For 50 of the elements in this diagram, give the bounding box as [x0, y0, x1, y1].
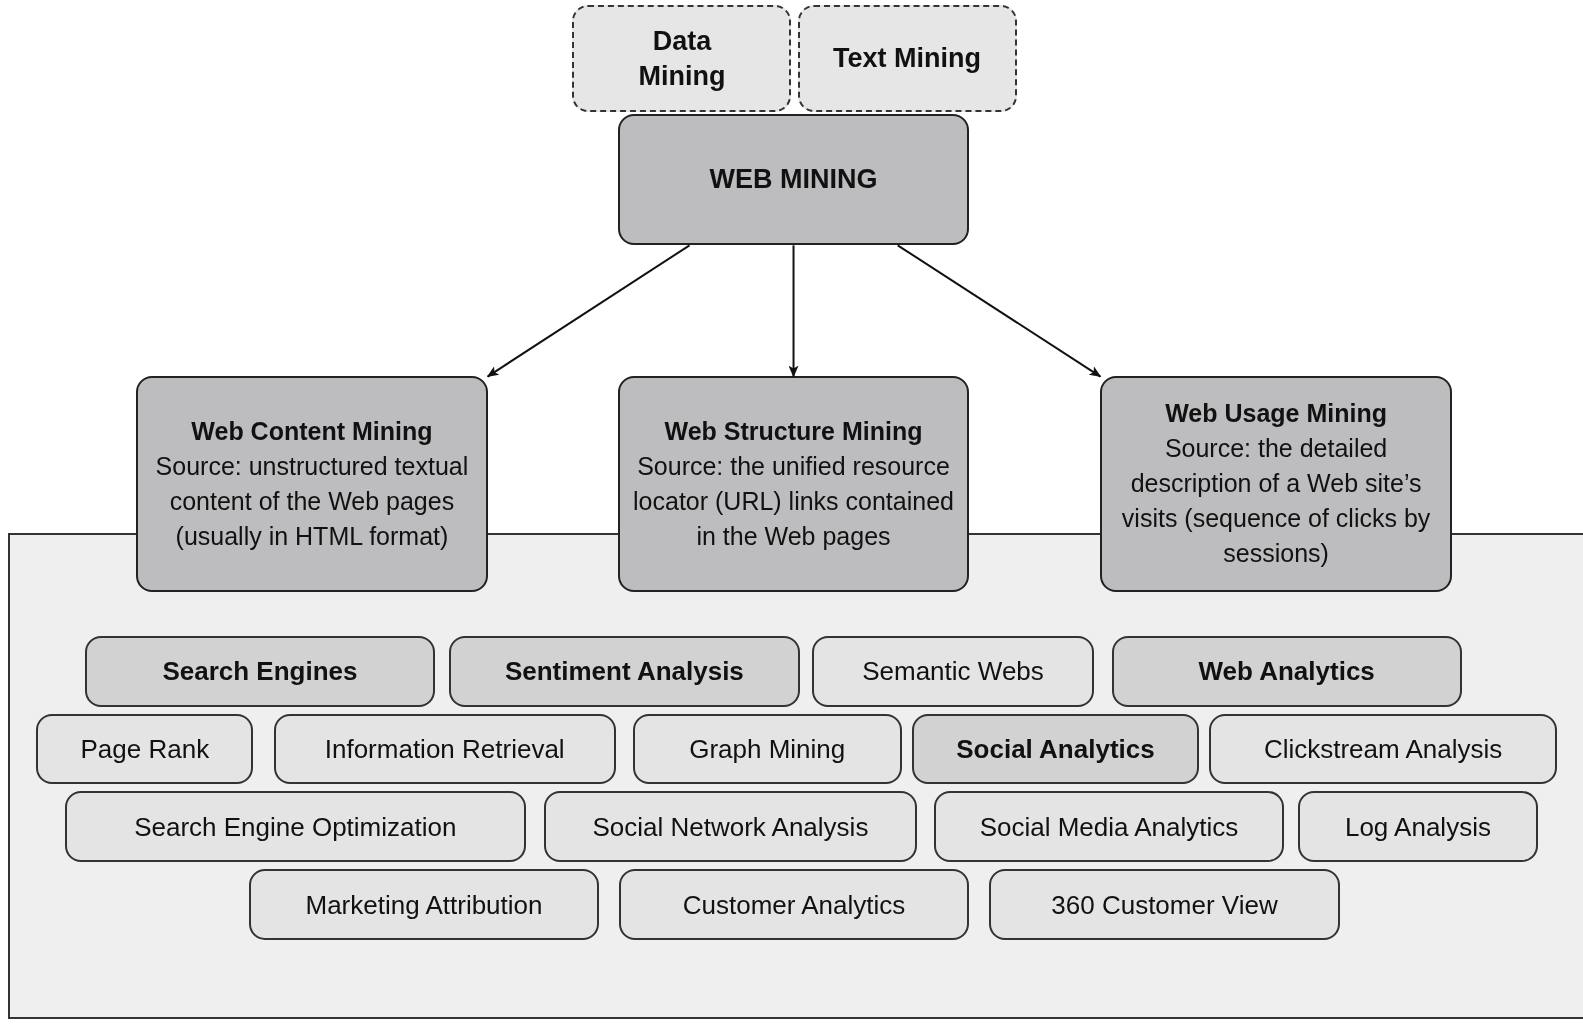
dashed-box: [797, 5, 1017, 113]
topic-box: [911, 713, 1200, 785]
arrow: [788, 244, 799, 378]
topic-box: [249, 869, 599, 940]
box-label: Graph Mining: [688, 733, 847, 766]
topic-box: [632, 713, 902, 785]
box-label: Search Engines: [161, 655, 359, 688]
box-label: Semantic Webs: [861, 655, 1045, 688]
category-description: Source: the detailed description of a Web site’s visits (sequence of clicks by sessions): [1120, 433, 1432, 570]
category-description: Source: unstructured textual content of the Web pages (usually in HTML format): [154, 450, 470, 552]
topic-box: [36, 713, 254, 785]
box-label: Web Analytics: [1197, 655, 1376, 688]
box-label: Information Retrieval: [323, 733, 566, 766]
box-label: Customer Analytics: [681, 888, 907, 921]
category-title: Web Structure Mining: [663, 415, 924, 447]
topic-box: [1298, 791, 1538, 863]
topic-box: [84, 636, 436, 707]
topic-box: [1209, 713, 1557, 785]
box-label: Social Network Analysis: [591, 810, 870, 843]
dashed-box: [572, 5, 792, 113]
box-label: Social Media Analytics: [978, 810, 1240, 843]
box-label: Page Rank: [79, 733, 211, 766]
category-box: [617, 375, 970, 592]
topic-box: [618, 869, 970, 940]
topic-box: [933, 791, 1285, 863]
topic-box: [273, 713, 616, 785]
box-label: 360 Customer View: [1050, 888, 1279, 921]
box-label: WEB MINING: [708, 163, 879, 197]
topic-box: [64, 791, 526, 863]
box-label: Clickstream Analysis: [1262, 733, 1504, 766]
topic-box: [449, 636, 800, 707]
category-description: Source: the unified resource locator (URL) links contained in the Web pages: [632, 450, 955, 552]
category-box: [1100, 375, 1452, 592]
box-label: Sentiment Analysis: [503, 655, 745, 688]
topic-box: [1111, 636, 1462, 707]
box-label: Text Mining: [832, 42, 983, 76]
topic-box: [989, 869, 1340, 940]
box-label: Log Analysis: [1343, 810, 1492, 843]
arrow: [896, 244, 1102, 378]
topic-box: [544, 791, 917, 863]
arrow: [486, 244, 691, 378]
category-box: [136, 375, 488, 592]
main-box: [617, 114, 970, 246]
box-label: Marketing Attribution: [304, 888, 544, 921]
category-title: Web Usage Mining: [1164, 398, 1388, 430]
category-title: Web Content Mining: [190, 415, 434, 447]
box-label: Search Engine Optimization: [133, 810, 458, 843]
box-label: Social Analytics: [955, 733, 1156, 766]
box-label: Data Mining: [637, 24, 727, 93]
topic-box: [811, 636, 1095, 707]
